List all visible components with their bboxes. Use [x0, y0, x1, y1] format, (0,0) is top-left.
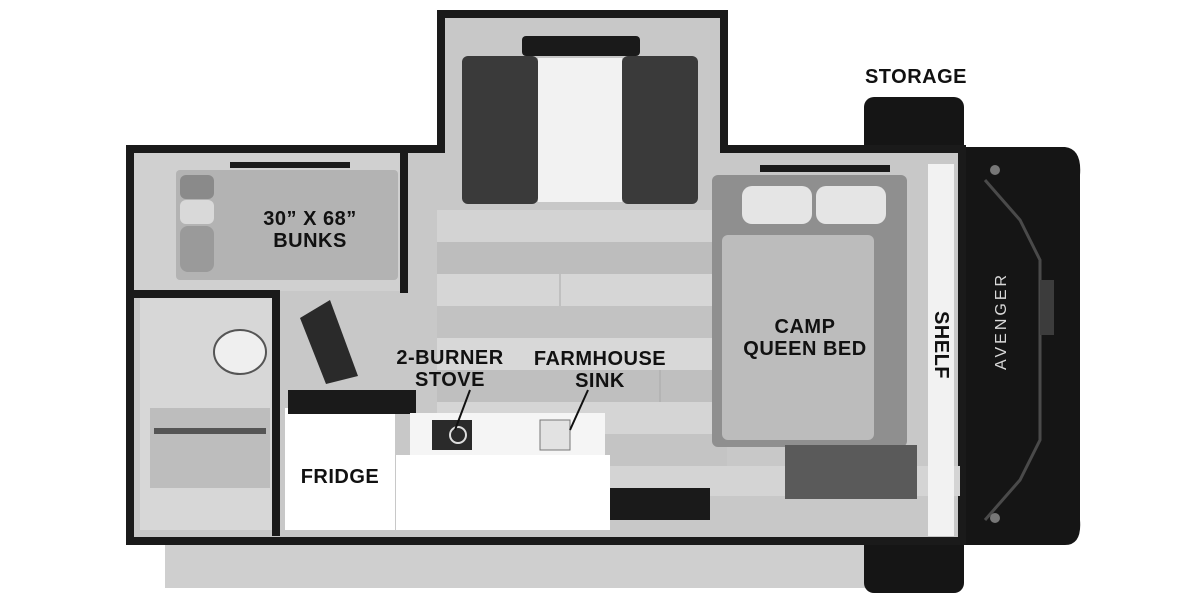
fold-panel — [300, 300, 358, 384]
bunks-label-line2: BUNKS — [273, 230, 347, 252]
stove-hood — [288, 390, 416, 414]
bed-window — [760, 165, 890, 172]
galley-cabinet — [396, 455, 610, 530]
storage-box-bottom — [864, 535, 964, 593]
toilet — [213, 329, 267, 375]
bed-mattress — [722, 235, 874, 440]
bed-pillow-left — [742, 186, 812, 224]
stove-burner — [449, 426, 467, 444]
sink-basin — [539, 419, 571, 451]
dinette-bench-right — [622, 56, 698, 204]
front-cap-logo-mark — [1040, 280, 1054, 335]
shower-area — [150, 408, 270, 488]
shelf-panel — [928, 164, 954, 536]
brand-text: AVENGER — [993, 272, 1013, 370]
bunk-mattress — [176, 170, 398, 280]
stove-label-line2: STOVE — [415, 369, 485, 391]
storage-label: STORAGE — [864, 66, 968, 88]
sink-label-line1: FARMHOUSE — [533, 348, 667, 370]
stove-label-line1: 2-BURNER — [396, 347, 504, 369]
front-cap-light-top — [990, 165, 1000, 175]
bunk-window — [230, 162, 350, 168]
storage-box-top — [864, 97, 964, 157]
bathroom-divider — [272, 290, 280, 536]
dinette-window — [522, 36, 640, 56]
sink-pointer — [569, 389, 589, 431]
trailer-shadow — [165, 538, 885, 588]
bunk-pillow-3 — [180, 226, 214, 272]
bathroom-wall — [134, 290, 280, 298]
bed-storage-step — [785, 445, 917, 499]
bunks-label-line1: 30” X 68” — [263, 208, 357, 230]
sink-label-line2: SINK — [575, 370, 625, 392]
fridge-box — [285, 408, 395, 530]
front-cap-light-bottom — [990, 513, 1000, 523]
stove-pointer — [454, 389, 471, 431]
bed-label-line1: CAMP — [774, 316, 836, 338]
fridge-label: FRIDGE — [300, 466, 380, 488]
bed-label-line2: QUEEN BED — [743, 338, 867, 360]
dinette-bench-left — [462, 56, 538, 204]
front-cap — [962, 147, 1081, 545]
entry-step — [610, 488, 710, 520]
bunk-pillow-2 — [180, 200, 214, 224]
front-cap-trim — [983, 179, 1042, 521]
bed-pillow-right — [816, 186, 886, 224]
shower-rail — [154, 428, 266, 434]
dinette-table — [538, 58, 622, 202]
bunk-partition — [400, 153, 408, 293]
shelf-label: SHELF — [930, 310, 952, 380]
bunk-pillow-1 — [180, 175, 214, 199]
